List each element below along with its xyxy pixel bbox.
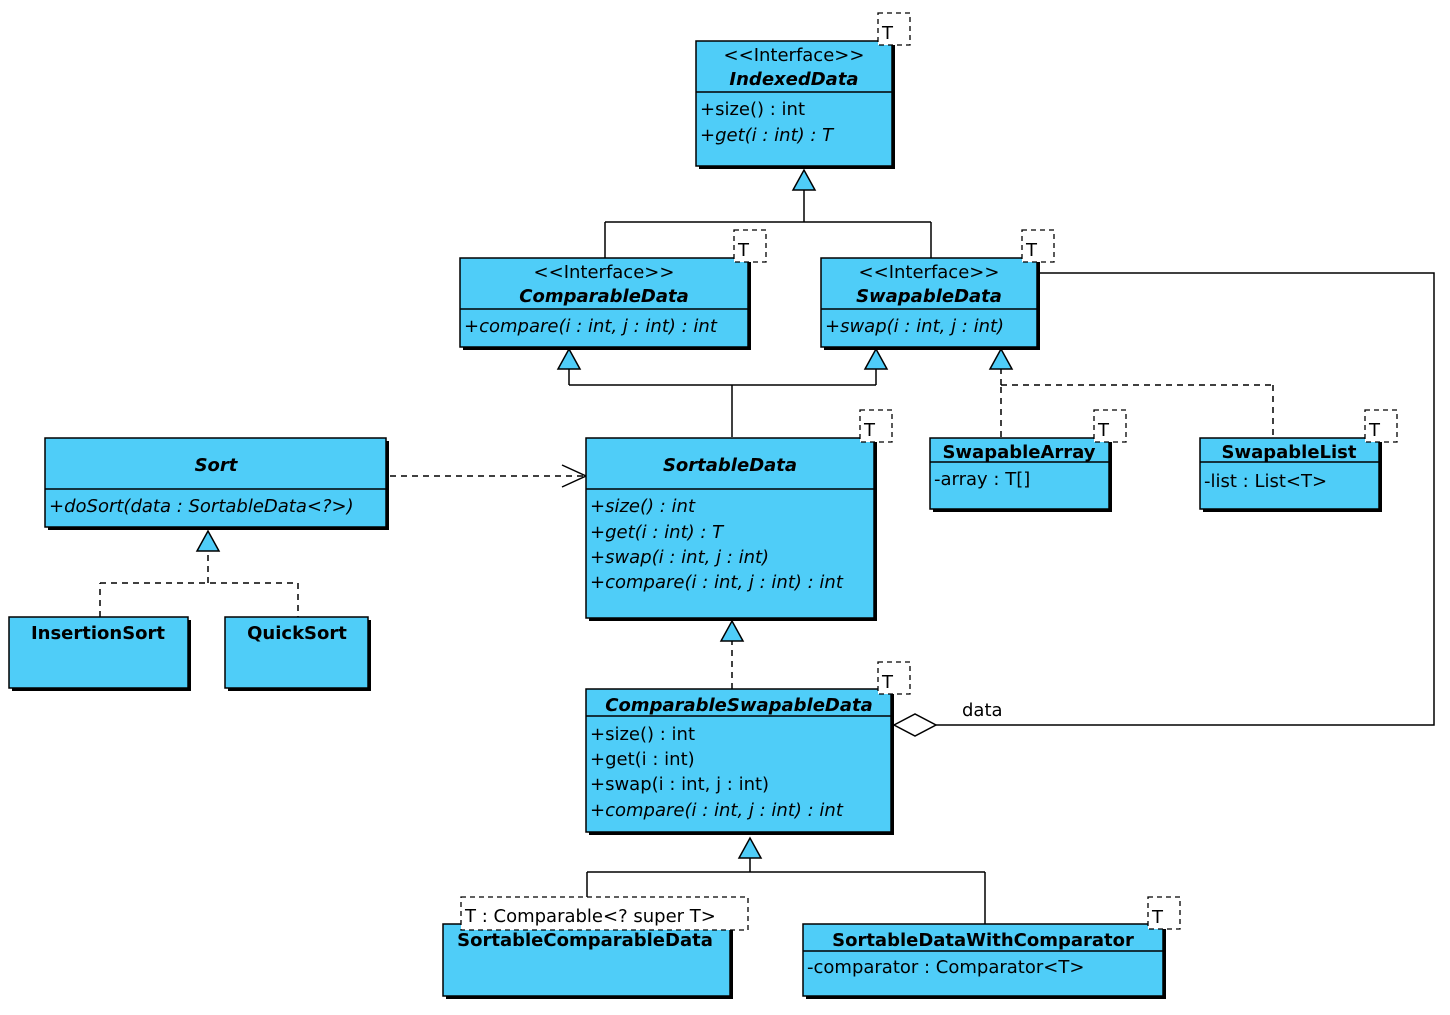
attribute: -comparator : Comparator<T> — [807, 957, 1084, 978]
class-sortabledata[interactable]: SortableData +size() : int +get(i : int)… — [585, 409, 893, 621]
operation: +swap(i : int, j : int) — [825, 316, 1004, 337]
operation: +doSort(data : SortableData<?>) — [49, 496, 354, 517]
template-parameter-label: T — [1025, 240, 1038, 261]
class-name: SortableComparableData — [457, 930, 713, 951]
class-swapablearray[interactable]: SwapableArray -array : T[] T — [929, 409, 1127, 512]
class-name: QuickSort — [247, 623, 347, 644]
class-name: ComparableSwapableData — [605, 695, 873, 716]
class-sort[interactable]: Sort +doSort(data : SortableData<?>) — [44, 437, 389, 530]
class-name: Sort — [195, 455, 239, 476]
class-sortabledatawithcomparator[interactable]: SortableDataWithComparator -comparator :… — [802, 896, 1181, 999]
stereotype: <<Interface>> — [534, 262, 675, 283]
template-parameter-label: T : Comparable<? super T> — [464, 906, 716, 927]
template-parameter-label: T — [863, 420, 876, 441]
class-sortablecomparabledata[interactable]: SortableComparableData T : Comparable<? … — [442, 896, 749, 999]
operation: +get(i : int) — [590, 749, 695, 770]
class-name: SortableData — [663, 455, 797, 476]
class-comparableswapabledata[interactable]: ComparableSwapableData +size() : int +ge… — [585, 661, 911, 835]
template-parameter — [1093, 409, 1127, 443]
class-indexeddata[interactable]: <<Interface>> IndexedData +size() : int … — [695, 12, 911, 169]
operation: +get(i : int) : T — [700, 125, 835, 146]
stereotype: <<Interface>> — [859, 262, 1000, 283]
operation: +get(i : int) : T — [590, 522, 725, 543]
class-insertionsort[interactable]: InsertionSort — [8, 616, 191, 691]
class-name: SwapableArray — [942, 442, 1095, 463]
operation: +swap(i : int, j : int) — [590, 547, 769, 568]
template-parameter — [460, 896, 749, 931]
template-parameter — [859, 409, 893, 443]
attribute: -list : List<T> — [1204, 471, 1327, 492]
dependency-sort-sortabledata — [390, 464, 588, 488]
operation: +compare(i : int, j : int) : int — [590, 800, 844, 821]
class-name: SwapableData — [856, 286, 1002, 307]
template-parameter-label: T — [1151, 907, 1164, 928]
class-name: InsertionSort — [31, 623, 165, 644]
template-parameter-label: T — [881, 23, 894, 44]
template-parameter — [1147, 896, 1181, 930]
class-quicksort[interactable]: QuickSort — [224, 616, 371, 691]
template-parameter — [877, 661, 911, 695]
class-swapabledata[interactable]: <<Interface>> SwapableData +swap(i : int… — [820, 229, 1055, 350]
operation: +swap(i : int, j : int) — [590, 774, 769, 795]
class-name: ComparableData — [519, 286, 689, 307]
generalization-sortabledata — [556, 347, 889, 437]
class-name: SwapableList — [1222, 442, 1357, 463]
class-swapablelist[interactable]: SwapableList -list : List<T> T — [1199, 409, 1398, 512]
template-parameter-label: T — [1097, 420, 1110, 441]
template-parameter — [1364, 409, 1398, 443]
realization-swapabledata — [988, 347, 1274, 437]
template-parameter-label: T — [881, 672, 894, 693]
operation: +size() : int — [590, 496, 696, 517]
stereotype: <<Interface>> — [724, 45, 865, 66]
operation: +compare(i : int, j : int) : int — [464, 316, 718, 337]
class-name: SortableDataWithComparator — [832, 930, 1134, 951]
aggregation-data: data — [892, 272, 1435, 737]
class-name: IndexedData — [729, 69, 858, 90]
realization-comparableswapabledata — [719, 619, 745, 689]
class-comparabledata[interactable]: <<Interface>> ComparableData +compare(i … — [459, 229, 767, 350]
operation: +size() : int — [590, 724, 695, 745]
template-parameter-label: T — [737, 240, 750, 261]
attribute: -array : T[] — [934, 469, 1030, 490]
template-parameter — [1021, 229, 1055, 263]
operation: +size() : int — [700, 99, 805, 120]
template-parameter — [733, 229, 767, 263]
association-label-data: data — [962, 700, 1003, 721]
generalization-to-indexeddata — [604, 168, 932, 258]
template-parameter — [877, 12, 911, 46]
operation: +compare(i : int, j : int) : int — [590, 572, 844, 593]
template-parameter-label: T — [1368, 420, 1381, 441]
realization-sort — [99, 529, 299, 617]
